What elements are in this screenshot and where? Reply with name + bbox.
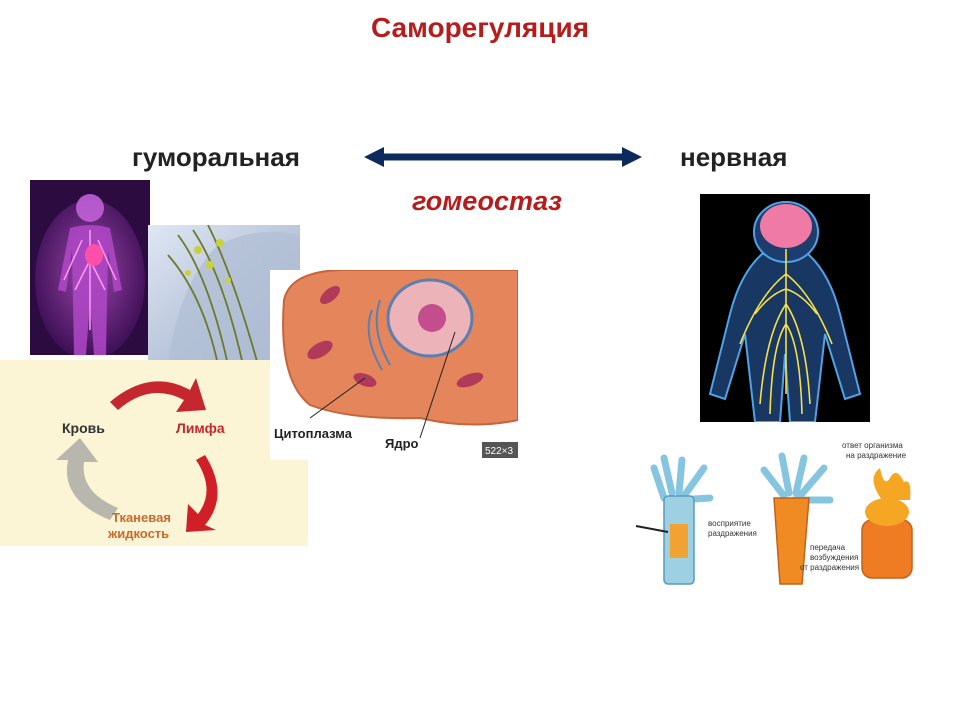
humoral-label: гуморальная	[132, 142, 300, 172]
hydra-response-2: на раздражение	[846, 451, 907, 460]
circulatory-image	[30, 180, 150, 355]
hydra-image: ответ организма на раздражение восприяти…	[634, 438, 924, 588]
arrow-head-right	[622, 147, 642, 167]
fluid-cycle-image: Кровь Лимфа Тканевая жидкость	[0, 360, 308, 546]
cycle-arrow-top	[110, 378, 206, 412]
nervous-label: нервная	[680, 142, 788, 172]
homeostasis-label: гомеостаз	[412, 186, 562, 216]
cycle-blood-label: Кровь	[62, 420, 105, 436]
body-outline	[710, 254, 860, 422]
cycle-tissue-label-2: жидкость	[107, 526, 169, 541]
cycle-arrow-right	[186, 455, 218, 532]
hydra-perception-2: раздражения	[708, 529, 757, 538]
cycle-lymph-label: Лимфа	[176, 420, 225, 436]
cell-diagram: Цитоплазма Ядро 522×3	[274, 270, 518, 458]
hydra-diagram: ответ организма на раздражение восприяти…	[635, 441, 913, 585]
hydra-perception-1: восприятие	[708, 519, 751, 528]
hydra-transmission-3: от раздражения	[800, 563, 859, 572]
slide-title: Саморегуляция	[370, 12, 589, 43]
nerve-lines	[739, 249, 833, 415]
nucleus-label: Ядро	[385, 436, 419, 451]
cell-image: Цитоплазма Ядро 522×3	[270, 270, 518, 460]
cell-nucleolus	[418, 304, 446, 332]
hydra-transmission-2: возбуждения	[810, 553, 858, 562]
hydra-transmission-1: передача	[810, 543, 846, 552]
size-badge-text: 522×3	[485, 446, 514, 457]
brain-shape	[760, 204, 812, 248]
cycle-tissue-label-1: Тканевая	[112, 510, 171, 525]
nervous-system-image	[700, 194, 870, 422]
cycle-arrow-left	[56, 438, 118, 520]
size-badge	[482, 442, 518, 458]
fluid-cycle-diagram: Кровь Лимфа Тканевая жидкость	[0, 360, 308, 546]
circulatory-illustration	[30, 180, 150, 355]
arrow-head-left	[364, 147, 384, 167]
nervous-system-illustration	[700, 194, 870, 422]
hydra-response-1: ответ организма	[842, 441, 903, 450]
double-arrow	[364, 147, 642, 167]
cytoplasm-label: Цитоплазма	[274, 426, 353, 441]
